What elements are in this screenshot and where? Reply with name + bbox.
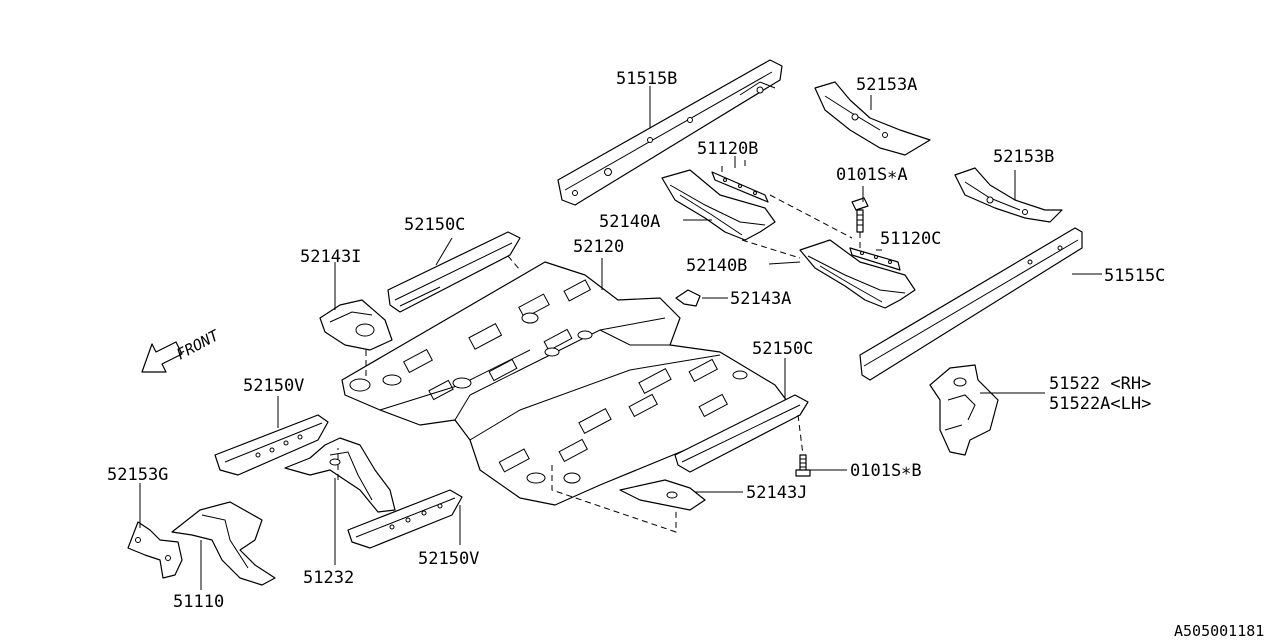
label-52140a: 52140A [599,212,660,232]
crossmember-52140a [661,169,776,241]
label-51522-rh: 51522 <RH> [1049,374,1151,394]
label-52150v-left: 52150V [243,376,304,396]
leader-lines [139,86,1102,590]
label-51120c: 51120C [880,229,941,249]
rail-52150c-upper [387,231,521,313]
bracket-51232 [284,437,396,513]
pillar-51522 [929,364,999,456]
clip-52143a [675,289,701,307]
label-51522a-lh: 51522A<LH> [1049,394,1151,414]
rail-52150v-bottom [347,489,463,549]
label-52153a: 52153A [856,75,917,95]
label-52150v-bottom: 52150V [418,549,479,569]
label-0101s-a: 0101S∗A [836,165,908,185]
label-51120b: 51120B [697,139,758,159]
bracket-52153b [954,167,1063,223]
rail-52150v-left [214,414,329,476]
assembly-lines [337,160,861,533]
diagram-reference-code: A505001181 [1174,622,1264,640]
crossmember-52140b [799,239,916,309]
label-0101s-b: 0101S∗B [850,461,922,481]
label-52143i: 52143I [300,247,361,267]
side-sill-51515b [557,59,783,206]
bolt-0101s-b [795,454,811,477]
label-51515c: 51515C [1104,266,1165,286]
label-51232: 51232 [303,568,354,588]
rail-52150c-middle [674,394,809,473]
bracket-52153g [127,521,183,579]
label-52150c-upper: 52150C [404,215,465,235]
label-52153b: 52153B [993,147,1054,167]
front-arrow-icon [141,341,183,373]
label-52143a: 52143A [730,289,791,309]
label-51110: 51110 [173,592,224,612]
front-label: FRONT [173,326,222,364]
nut-plate-51120b [711,171,769,203]
side-sill-51515c [859,227,1083,381]
nut-plate-51120c [849,247,901,271]
label-52143j: 52143J [746,483,807,503]
label-52120: 52120 [573,237,624,257]
floor-panel-52120 [341,261,791,506]
bracket-52143i [319,299,393,351]
label-52150c-middle: 52150C [752,339,813,359]
bracket-52153a [814,81,931,156]
member-51110 [171,501,276,586]
label-52140b: 52140B [686,256,747,276]
bolt-0101s-a [851,197,869,233]
label-52153g: 52153G [107,465,168,485]
part-labels: 51515B 52153A 51120B 0101S∗A 52153B 5215… [107,69,1165,612]
label-51515b: 51515B [616,69,677,89]
bracket-52143j [619,479,706,511]
